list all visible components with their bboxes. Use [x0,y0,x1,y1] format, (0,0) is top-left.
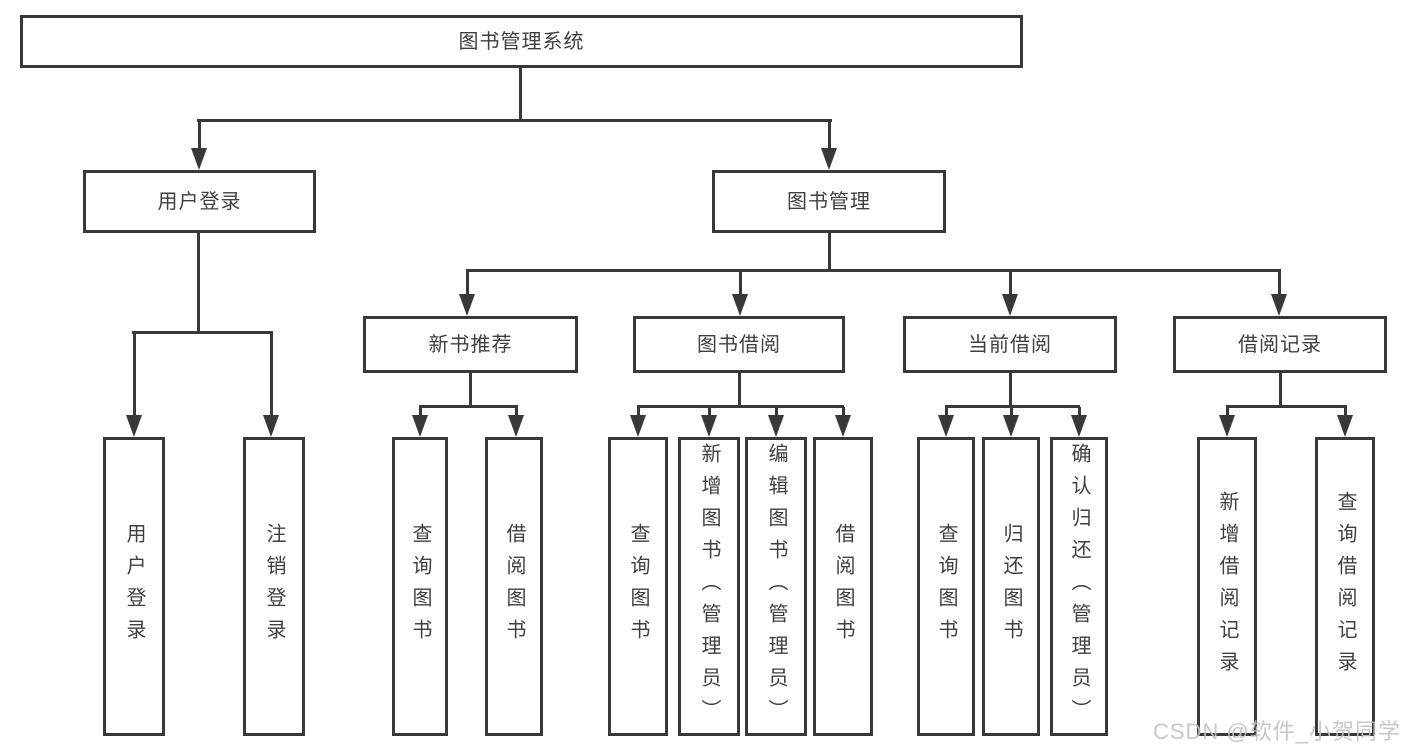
node-label: 借阅记录 [1238,333,1322,356]
node-root: 图书管理系统 [20,15,1023,68]
connector-line [707,407,711,419]
connector-line [197,121,201,152]
connector-line [738,271,742,298]
leaf-return-books: 归还图书 [982,437,1040,736]
connector-line [514,407,518,419]
connector-line [637,405,844,408]
connector-line [1009,407,1013,419]
leaf-borrow-books: 借阅图书 [813,437,873,736]
node-label: 查询图书 [409,522,431,651]
connector-line [841,407,845,419]
arrow-down-icon [630,415,646,437]
node-label: 确认归还（管理员） [1068,442,1090,731]
node-label: 借阅图书 [832,522,854,651]
connector-line [419,405,518,408]
arrow-down-icon [938,415,954,437]
leaf-edit-books-admin: 编辑图书（管理员） [745,437,807,736]
arrow-down-icon [1219,415,1235,437]
connector-line [269,333,273,419]
leaf-borrow-query-books: 查询图书 [608,437,668,736]
leaf-confirm-return-admin: 确认归还（管理员） [1050,437,1108,736]
arrow-down-icon [835,415,851,437]
connector-line [197,119,832,122]
connector-line [1343,407,1347,419]
connector-line [418,407,422,419]
leaf-user-login: 用户登录 [103,437,165,736]
connector-line [945,405,1080,408]
node-label: 查询图书 [935,522,957,651]
node-label: 注销登录 [263,522,285,651]
connector-line [465,271,469,298]
node-new-book-recommend: 新书推荐 [363,316,578,373]
node-label: 用户登录 [157,190,242,213]
connector-line [1009,373,1012,408]
node-label: 新书推荐 [428,333,513,356]
arrow-down-icon [263,415,279,437]
arrow-down-icon [126,415,142,437]
node-label: 用户登录 [123,522,145,651]
node-user-login: 用户登录 [83,170,316,233]
leaf-add-borrow-record: 新增借阅记录 [1197,437,1257,736]
node-label: 归还图书 [1000,522,1022,651]
node-label: 新增图书（管理员） [698,442,720,731]
node-label: 查询图书 [627,522,649,651]
connector-line [944,407,948,419]
connector-line [1077,407,1081,419]
connector-line [466,269,1281,272]
leaf-add-books-admin: 新增图书（管理员） [678,437,740,736]
arrow-down-icon [768,415,784,437]
leaf-logout: 注销登录 [243,437,305,736]
arrow-down-icon [732,294,748,316]
arrow-down-icon [701,415,717,437]
node-label: 图书管理系统 [458,30,585,53]
node-label: 新增借阅记录 [1216,490,1238,683]
connector-line [1226,405,1347,408]
leaf-recommend-borrow-books: 借阅图书 [485,437,543,736]
connector-line [132,331,273,334]
arrow-down-icon [508,415,524,437]
connector-line [828,233,831,272]
leaf-query-borrow-record: 查询借阅记录 [1315,437,1375,736]
arrow-down-icon [1071,415,1087,437]
connector-line [519,67,522,122]
connector-line [1225,407,1229,419]
connector-line [636,407,640,419]
connector-line [1277,271,1281,298]
leaf-recommend-query-books: 查询图书 [392,437,448,736]
arrow-down-icon [1002,294,1018,316]
arrow-down-icon [191,148,207,170]
node-book-borrow: 图书借阅 [633,316,845,373]
node-borrow-records: 借阅记录 [1173,316,1387,373]
arrow-down-icon [412,415,428,437]
connector-line [469,373,472,408]
node-label: 图书借阅 [697,333,781,356]
connector-line [774,407,778,419]
arrow-down-icon [1271,294,1287,316]
node-book-management: 图书管理 [712,170,946,233]
connector-line [197,233,200,334]
arrow-down-icon [1337,415,1353,437]
csdn-watermark: CSDN @软件_小贺同学 [1152,719,1401,744]
node-label: 借阅图书 [503,522,525,651]
node-label: 查询借阅记录 [1334,490,1356,683]
node-label: 图书管理 [787,190,871,213]
connector-line [1008,271,1012,298]
connector-line [132,333,136,419]
arrow-down-icon [821,148,837,170]
arrow-down-icon [1003,415,1019,437]
connector-line [1279,373,1282,408]
arrow-down-icon [459,294,475,316]
connector-line [827,121,831,152]
connector-line [738,373,741,408]
node-label: 当前借阅 [968,333,1052,356]
leaf-current-query-books: 查询图书 [917,437,975,736]
node-label: 编辑图书（管理员） [765,442,787,731]
node-current-borrow: 当前借阅 [903,316,1117,373]
